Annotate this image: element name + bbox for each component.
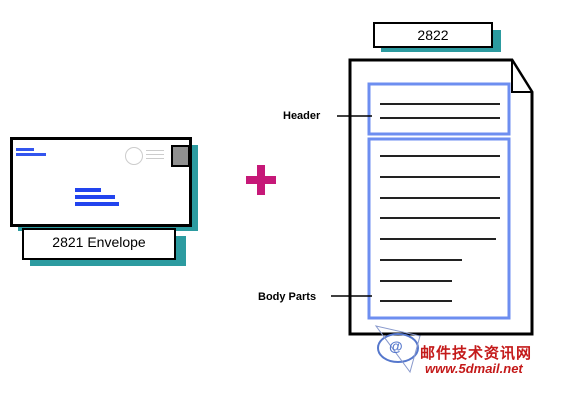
postmark-icon: [125, 147, 143, 165]
postmark-wave: [146, 158, 164, 159]
return-address-line: [16, 148, 34, 151]
header-section: [367, 82, 511, 136]
return-address-line: [16, 153, 46, 156]
postmark-wave: [146, 154, 164, 155]
message-label: 2822: [373, 22, 493, 48]
envelope-label: 2821 Envelope: [22, 228, 176, 260]
plus-sign: [257, 165, 265, 195]
body-parts-label: Body Parts: [258, 291, 317, 303]
watermark-url: www.5dmail.net: [425, 361, 523, 376]
folded-corner-edge: [511, 59, 533, 93]
watermark-logo-text: @: [389, 338, 403, 354]
envelope-body: [10, 137, 192, 227]
body-section: [367, 137, 511, 320]
recipient-address-line: [75, 202, 119, 206]
postmark-wave: [146, 150, 164, 151]
recipient-address-line: [75, 195, 115, 199]
stamp-icon: [171, 145, 190, 167]
recipient-address-line: [75, 188, 101, 192]
watermark-logo-icon: [377, 333, 419, 363]
watermark-site-name: 邮件技术资讯网: [420, 344, 533, 362]
header-label: Header: [283, 110, 321, 122]
watermark-logo-arc: [374, 325, 421, 374]
